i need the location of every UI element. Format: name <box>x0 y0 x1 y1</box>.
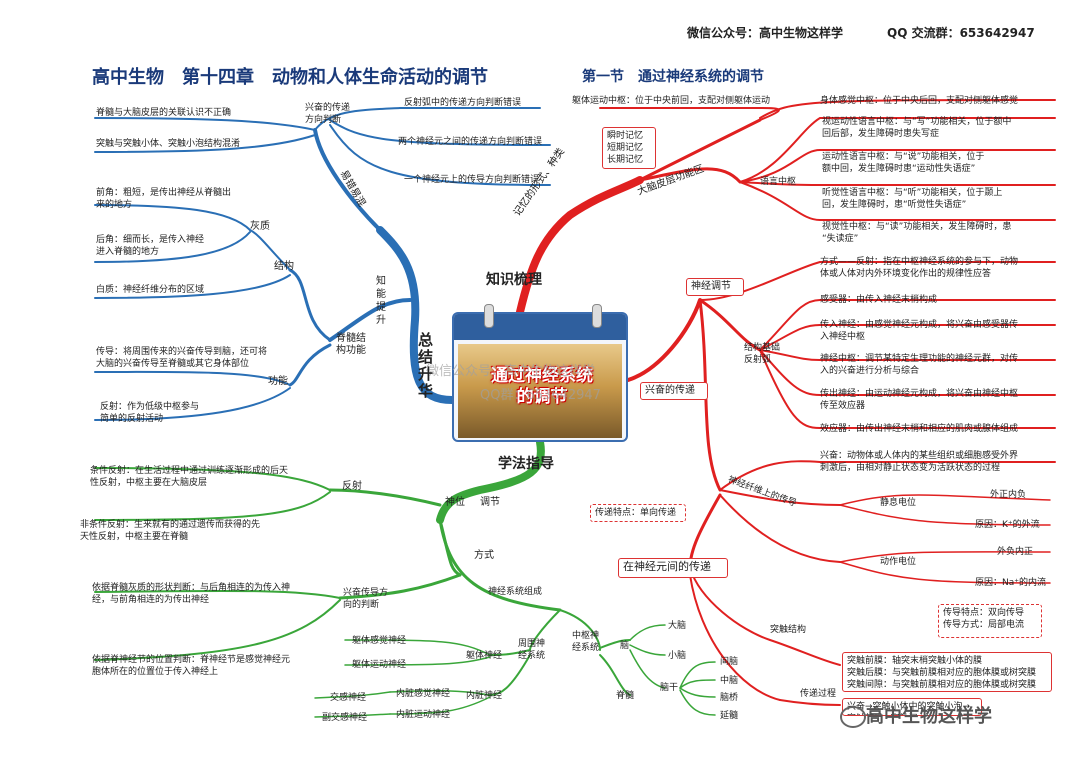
center-calendar: 通过神经系统 的调节 <box>452 304 628 442</box>
green-branches <box>94 438 716 718</box>
conduction-features-box: 传导特点：双向传导 传导方式：局部电流 <box>938 604 1042 638</box>
unconditioned-text: 非条件反射：生来就有的通过遗传而获得的先 天性反射，中枢主要在脊髓 <box>80 520 261 542</box>
reflex-method-text: 方式——反射：指在中枢神经系统的参与下，动物 体或人体对内外环境变化作出的规律性… <box>820 257 1019 279</box>
conduct-text: 传导：将周围传来的兴奋传导到脑，还可将 大脑的兴奋传导至脊髓或其它身体部位 <box>96 347 268 369</box>
sympathetic-label: 交感神经 <box>330 693 367 703</box>
branch-method: 学法指导 <box>498 456 554 472</box>
midbrain-label: 中脑 <box>720 676 739 686</box>
receptor-text: 感受器：由传入神经末梢构成 <box>820 295 938 305</box>
calendar-ring-left <box>484 304 494 328</box>
visceral-sensory-label: 内脏感觉神经 <box>396 689 451 699</box>
l2-text: 突触与突触小体、突触小泡结构混淆 <box>96 139 241 149</box>
regulation-label: 调节 <box>480 497 500 508</box>
lang3-text: 听觉性语言中枢：与“听”功能相关，位于颞上 回，发生障碍时，患“听觉性失语症” <box>822 188 1003 210</box>
section-title: 第一节 通过神经系统的调节 <box>582 69 764 85</box>
excitation-transfer-box: 兴奋的传递 <box>640 382 708 400</box>
resting-cause-text: 原因：K⁺的外流 <box>975 520 1040 530</box>
brainstem-label: 脑干 <box>660 683 679 693</box>
ability-label: 知能 提升 <box>376 276 386 326</box>
d3-text: 一个神经元上的传导方向判断错误 <box>404 175 540 185</box>
visceral-motor-label: 内脏运动神经 <box>396 710 451 720</box>
gray-label: 灰质 <box>250 221 270 232</box>
judge1-text: 依据脊髓灰质的形状判断：与后角相连的为传入神 经，与前角相连的为传出神经 <box>92 583 291 605</box>
nervous-system-label: 神经系统组成 <box>488 587 543 597</box>
center-illustration <box>458 344 622 438</box>
reflex-func-text: 反射：作为低级中枢参与 简单的反射活动 <box>100 402 200 424</box>
brand-logo-icon <box>840 706 866 728</box>
brain-label: 脑 <box>620 641 630 651</box>
somatic-sense-text: 身体感觉中枢：位于中央后回，支配对侧躯体感觉 <box>820 96 1019 106</box>
cns-label: 中枢神 经系统 <box>572 631 600 653</box>
action-cause-text: 原因：Na⁺的内流 <box>975 578 1046 588</box>
diencephalon-label: 间脑 <box>720 657 739 667</box>
center-watermark-wechat: 微信公众号：高中生物这样学 <box>426 364 596 379</box>
nerve-center-text: 神经中枢：调节某特定生理功能的神经元群，对传 入的兴奋进行分析与综合 <box>820 354 1019 376</box>
spinal-cord-label: 脊髓 <box>616 691 635 701</box>
parasympathetic-label: 副交感神经 <box>322 713 368 723</box>
l1-text: 脊髓与大脑皮层的关联认识不正确 <box>96 108 232 118</box>
center-watermark-qq: QQ群：653642947 <box>480 388 601 403</box>
medulla-label: 延髓 <box>720 711 739 721</box>
positioning-label: 神位 <box>445 497 465 508</box>
branch-summary: 总结 升华 <box>418 331 434 400</box>
spinal-label: 脊髓结 构功能 <box>336 333 366 356</box>
red-branches <box>516 99 1056 706</box>
blue-branches <box>94 107 551 421</box>
page-title: 高中生物 第十四章 动物和人体生命活动的调节 <box>92 67 488 88</box>
lang4-text: 视觉性中枢：与“读”功能相关，发生障碍时，患 “失读症” <box>822 222 1012 244</box>
language-label: 语言中枢 <box>760 177 797 187</box>
resting-state-text: 外正内负 <box>990 490 1027 500</box>
conditioned-text: 条件反射：在生活过程中通过训练逐渐形成的后天 性反射，中枢主要在大脑皮层 <box>90 466 289 488</box>
structure-label: 结构 <box>274 261 294 272</box>
way-label: 方式 <box>474 550 494 561</box>
memory-types-box: 瞬时记忆 短期记忆 长期记忆 <box>602 127 656 169</box>
lang1-text: 视运动性语言中枢：与“写”功能相关，位于额中 回后部，发生障碍时患失写症 <box>822 117 1012 139</box>
action-state-text: 外负内正 <box>997 547 1034 557</box>
transfer-process-box: 兴奋→突触小体中的突触小泡→突触前膜→突触间 <box>842 698 982 716</box>
pons-label: 脑桥 <box>720 693 739 703</box>
direction-judge-label: 兴奋的传递 方向判断 <box>305 103 351 125</box>
center-title: 通过神经系统 的调节 <box>491 366 593 407</box>
effector-text: 效应器：由传出神经末梢和相应的肌肉或腺体组成 <box>820 424 1019 434</box>
visceral-nerve-label: 内脏神经 <box>466 691 503 701</box>
afferent-text: 传入神经：由感觉神经元构成，将兴奋由感受器传 入神经中枢 <box>820 320 1019 342</box>
footer-brand: 高中生物这样学 <box>866 706 992 727</box>
qq-label: QQ 交流群：653642947 <box>887 26 1035 40</box>
direction-judge-green-label: 兴奋传导方 向的判断 <box>343 588 389 610</box>
between-neurons-box: 在神经元间的传递 <box>618 558 728 578</box>
judge2-text: 依据脊神经节的位置判断：脊神经节是感觉神经元 胞体所在的位置位于传入神经上 <box>92 655 291 677</box>
synapse-label: 突触结构 <box>770 625 807 635</box>
front-horn-text: 前角：粗短，是传出神经从脊髓出 来的地方 <box>96 188 232 210</box>
white-matter-text: 白质：神经纤维分布的区域 <box>96 285 205 295</box>
transfer-feature-box: 传递特点：单向传递 <box>590 504 686 522</box>
wechat-label: 微信公众号：高中生物这样学 <box>687 26 844 40</box>
somatic-nerve-label: 躯体神经 <box>466 651 503 661</box>
efferent-text: 传出神经：由运动神经元构成，将兴奋由神经中枢 传至效应器 <box>820 389 1019 411</box>
d1-text: 反射弧中的传递方向判断错误 <box>404 98 522 108</box>
function-label: 功能 <box>268 376 288 387</box>
basis-label: 结构基础 反射弧 <box>744 343 781 365</box>
somatic-motor-label: 躯体运动神经 <box>352 660 407 670</box>
somatic-motor-text: 躯体运动中枢：位于中央前回，支配对侧躯体运动 <box>572 96 771 106</box>
pns-label: 周围神 经系统 <box>518 639 546 661</box>
calendar-ring-right <box>592 304 602 328</box>
action-label: 动作电位 <box>880 557 917 567</box>
d2-text: 两个神经元之间的传递方向判断错误 <box>398 137 543 147</box>
branch-knowledge: 知识梳理 <box>486 272 542 288</box>
reflex-label: 反射 <box>342 481 362 492</box>
back-horn-text: 后角：细而长，是传入神经 进入脊髓的地方 <box>96 235 205 257</box>
cerebrum-label: 大脑 <box>668 621 687 631</box>
synapse-detail-box: 突触前膜：轴突末梢突触小体的膜 突触后膜：与突触前膜相对应的胞体膜或树突膜 突触… <box>842 652 1052 692</box>
somatic-sensory-label: 躯体感觉神经 <box>352 636 407 646</box>
neural-regulation-box: 神经调节 <box>686 278 744 296</box>
lang2-text: 运动性语言中枢：与“说”功能相关，位于 额中回，发生障碍时患“运动性失语症” <box>822 152 985 174</box>
transfer-process-label: 传递过程 <box>800 689 837 699</box>
cerebellum-label: 小脑 <box>668 651 687 661</box>
excitation-text: 兴奋：动物体或人体内的某些组织或细胞感受外界 刺激后，由相对静止状态变为活跃状态… <box>820 451 1019 473</box>
resting-label: 静息电位 <box>880 498 917 508</box>
